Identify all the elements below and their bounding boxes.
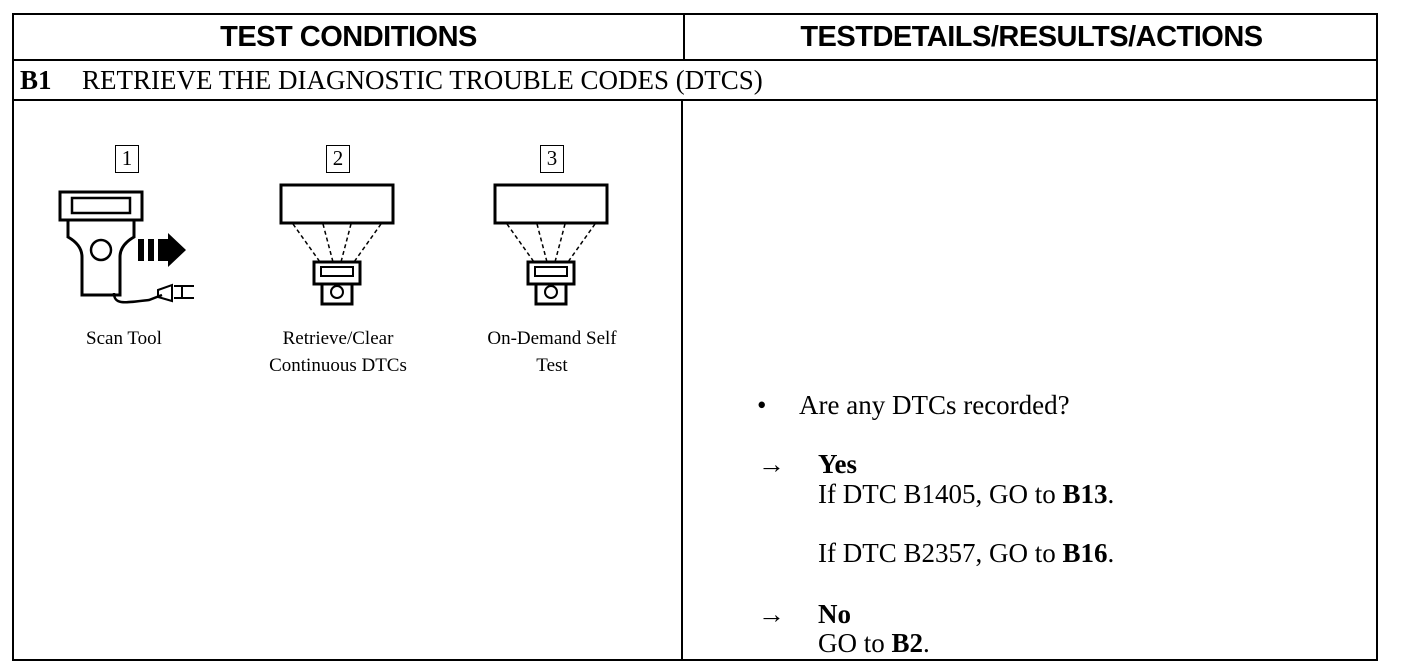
step-number-3: 3 [540,145,564,173]
step-id: B1 [20,65,52,95]
retrieve-clear-icon [279,183,395,306]
header-test-details: TESTDETAILS/RESULTS/ACTIONS [800,21,1263,53]
yes-line-2-prefix: If DTC B2357, GO to [818,538,1063,568]
caption-retrieve-clear: Retrieve/Clear Continuous DTCs [248,325,428,379]
period: . [1107,479,1115,509]
no-label: No [818,599,851,629]
step-title: RETRIEVE THE DIAGNOSTIC TROUBLE CODES (D… [82,65,763,95]
caption-line: Test [536,355,568,376]
caption-self-test: On-Demand Self Test [462,325,642,379]
step-divider [14,99,1376,101]
header-test-conditions: TEST CONDITIONS [14,15,685,59]
test-procedure-table: TEST CONDITIONS TESTDETAILS/RESULTS/ACTI… [12,13,1378,661]
question-text: Are any DTCs recorded? [799,390,1070,420]
arrow-yes-icon: → [758,449,785,479]
caption-scan-tool: Scan Tool [54,325,194,352]
yes-line-1-target: B13 [1062,479,1108,509]
caption-line: Retrieve/Clear [282,328,394,349]
yes-label: Yes [818,449,857,479]
header-divider [14,59,1376,61]
yes-line-1-prefix: If DTC B1405, GO to [818,479,1063,509]
bullet: • [757,390,767,420]
self-test-icon [493,183,609,306]
yes-line-2: If DTC B2357, GO to B16. [818,538,1114,568]
column-divider [681,99,683,661]
caption-line: Scan Tool [86,328,162,349]
no-line-1: GO to B2. [818,628,930,658]
no-line-1-target: B2 [891,628,924,658]
scan-tool-icon [58,190,194,304]
arrow-no-icon: → [758,599,785,629]
caption-line: On-Demand Self [487,328,617,349]
period: . [923,628,930,658]
caption-line: Continuous DTCs [269,355,407,376]
period: . [1107,538,1115,568]
yes-line-1: If DTC B1405, GO to B13. [818,479,1114,509]
step-number-1: 1 [115,145,139,173]
yes-line-2-target: B16 [1062,538,1108,568]
no-line-1-prefix: GO to [818,628,892,658]
step-number-2: 2 [326,145,350,173]
step-title-row: B1 RETRIEVE THE DIAGNOSTIC TROUBLE CODES … [20,61,763,99]
